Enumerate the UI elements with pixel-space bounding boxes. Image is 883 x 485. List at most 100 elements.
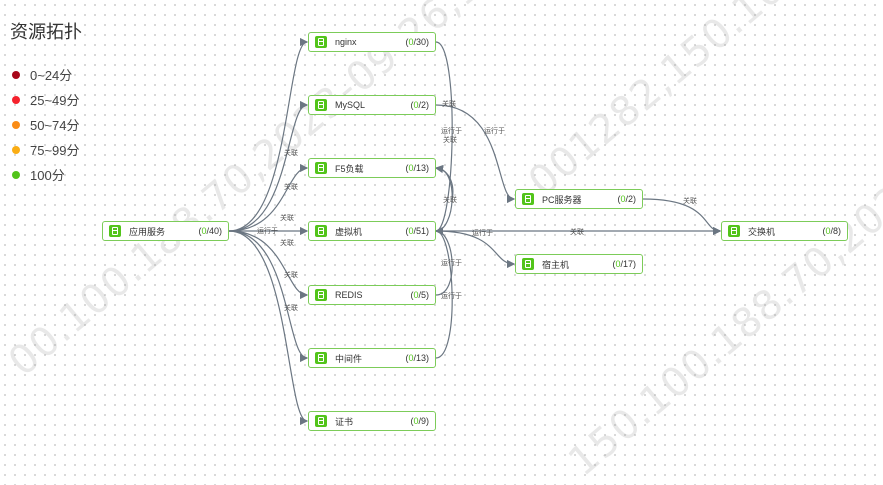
edge-label: 关联 (284, 148, 298, 157)
edge-label: 运行于 (472, 228, 493, 237)
node-count-total: /2) (418, 100, 429, 110)
node-name: 中间件 (335, 353, 363, 364)
node-app-service[interactable]: 应用服务 (0/40) (102, 221, 229, 241)
node-name: 宿主机 (542, 259, 570, 270)
server-icon (315, 36, 327, 48)
server-icon (315, 352, 327, 364)
node-count: (0/51) (405, 226, 429, 236)
edge-app-mysql[interactable] (228, 100, 309, 232)
legend-dot-icon (12, 70, 20, 79)
node-count: (0/2) (617, 194, 636, 204)
edge-label: 运行于 (441, 291, 462, 300)
edge-redis-vm[interactable] (435, 230, 453, 296)
node-name: 证书 (335, 416, 354, 427)
edge-label: 关联 (443, 195, 457, 204)
legend-item[interactable]: 25~49分 (12, 87, 80, 112)
legend-label: 75~99分 (30, 143, 80, 158)
server-icon (315, 415, 327, 427)
node-certificate[interactable]: 证书 (0/9) (308, 411, 436, 431)
edge-label: 关联 (280, 238, 294, 247)
edge-vm-host[interactable] (435, 230, 516, 269)
legend-dot-icon (12, 120, 20, 129)
edge-nginx-vm[interactable] (434, 41, 453, 236)
node-redis[interactable]: REDIS (0/5) (308, 285, 436, 305)
edge-label: 运行于 (441, 126, 462, 135)
node-middleware[interactable]: 中间件 (0/13) (308, 348, 436, 368)
edge-label: 运行于 (441, 258, 462, 267)
server-icon (315, 225, 327, 237)
node-count-value: 0 (413, 416, 419, 426)
legend-label: 25~49分 (30, 93, 80, 108)
node-name: MySQL (335, 100, 366, 110)
node-name: 虚拟机 (335, 226, 363, 237)
node-name: nginx (335, 37, 357, 47)
server-icon (315, 289, 327, 301)
node-count-total: /40) (206, 226, 222, 236)
edge-app-nginx[interactable] (228, 37, 309, 232)
node-name: 应用服务 (129, 226, 166, 237)
edge-mysql-pc[interactable] (435, 104, 516, 204)
legend: 0~24分 25~49分 50~74分 75~99分 100分 (12, 62, 80, 187)
server-icon (522, 193, 534, 205)
edge-app-f5[interactable] (228, 163, 309, 232)
node-name: PC服务器 (542, 194, 582, 205)
edge-vm-f5[interactable] (434, 164, 454, 201)
legend-item[interactable]: 100分 (12, 162, 80, 187)
node-name: REDIS (335, 290, 363, 300)
node-count-total: /17) (620, 259, 636, 269)
server-icon (109, 225, 121, 237)
server-icon (728, 225, 740, 237)
legend-item[interactable]: 0~24分 (12, 62, 80, 87)
legend-label: 50~74分 (30, 118, 80, 133)
edge-label: 运行于 (257, 226, 278, 235)
legend-label: 0~24分 (30, 68, 73, 83)
node-count-value: 0 (201, 226, 207, 236)
node-count-value: 0 (408, 353, 414, 363)
legend-item[interactable]: 50~74分 (12, 112, 80, 137)
edge-label: 运行于 (484, 126, 505, 135)
node-count-total: /5) (418, 290, 429, 300)
edge-label: 关联 (284, 182, 298, 191)
node-count-value: 0 (408, 226, 414, 236)
node-name: F5负载 (335, 163, 364, 174)
node-count-value: 0 (408, 163, 414, 173)
legend-dot-icon (12, 95, 20, 104)
node-host[interactable]: 宿主机 (0/17) (515, 254, 643, 274)
node-count-total: /13) (413, 163, 429, 173)
node-nginx[interactable]: nginx (0/30) (308, 32, 436, 52)
node-count-total: /8) (830, 226, 841, 236)
edge-app-middleware[interactable] (228, 230, 309, 363)
edge-middleware-vm[interactable] (435, 230, 453, 359)
node-count: (0/5) (410, 290, 429, 300)
edge-app-cert[interactable] (228, 230, 309, 426)
node-count-value: 0 (825, 226, 831, 236)
node-f5[interactable]: F5负载 (0/13) (308, 158, 436, 178)
node-count-value: 0 (620, 194, 626, 204)
server-icon (315, 99, 327, 111)
server-icon (315, 162, 327, 174)
node-count: (0/13) (405, 163, 429, 173)
node-pc-server[interactable]: PC服务器 (0/2) (515, 189, 643, 209)
node-vm[interactable]: 虚拟机 (0/51) (308, 221, 436, 241)
node-switch[interactable]: 交换机 (0/8) (721, 221, 848, 241)
node-count-value: 0 (615, 259, 621, 269)
node-count: (0/17) (612, 259, 636, 269)
node-count-total: /51) (413, 226, 429, 236)
node-count-total: /9) (418, 416, 429, 426)
node-count: (0/30) (405, 37, 429, 47)
node-count: (0/13) (405, 353, 429, 363)
edge-app-redis[interactable] (228, 230, 309, 300)
edge-pc-switch[interactable] (642, 198, 722, 236)
legend-item[interactable]: 75~99分 (12, 137, 80, 162)
node-count: (0/2) (410, 100, 429, 110)
node-count-value: 0 (408, 37, 414, 47)
node-count: (0/9) (410, 416, 429, 426)
node-count-total: /2) (625, 194, 636, 204)
node-mysql[interactable]: MySQL (0/2) (308, 95, 436, 115)
edge-label: 关联 (443, 135, 457, 144)
node-name: 交换机 (748, 226, 776, 237)
legend-label: 100分 (30, 168, 65, 183)
edge-label: 关联 (284, 303, 298, 312)
edge-label: 关联 (442, 99, 456, 108)
topology-edges: 关联 关联 关联 运行于 关联 关联 关联 关联 运行于 关联 运行于 关联 运… (228, 37, 722, 426)
